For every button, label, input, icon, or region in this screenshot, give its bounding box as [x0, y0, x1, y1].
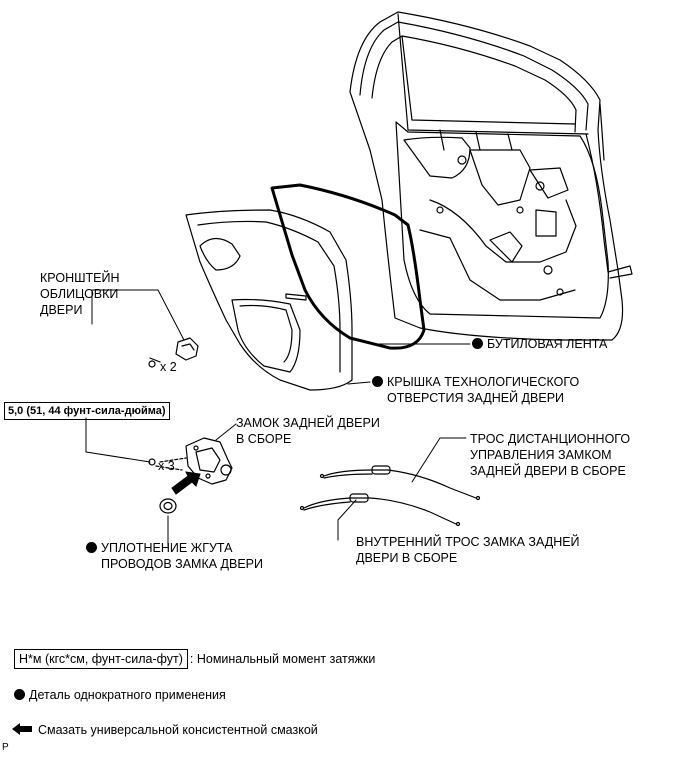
- callout-line: ВНУТРЕННИЙ ТРОС ЗАМКА ЗАДНЕЙ: [356, 535, 580, 549]
- filled-circle-icon: [14, 689, 25, 700]
- leader-lines: [85, 289, 471, 547]
- callout-line: ДВЕРИ: [40, 303, 83, 317]
- torque-value-box: 5,0 (51, 44 фунт-сила-дюйма): [4, 402, 170, 420]
- callout-inner-lock-cable: ВНУТРЕННИЙ ТРОС ЗАМКА ЗАДНЕЙ ДВЕРИ В СБО…: [356, 534, 580, 566]
- callout-line: КРОНШТЕЙН: [40, 271, 120, 285]
- callout-line: КРЫШКА ТЕХНОЛОГИЧЕСКОГО: [387, 375, 580, 389]
- callout-line: ПРОВОДОВ ЗАМКА ДВЕРИ: [101, 557, 263, 571]
- inner-lock-cable: [299, 493, 461, 527]
- legend-torque-unit: Н*м (кгс*см, фунт-сила-фут): [14, 649, 188, 669]
- single-use-dot-icon: [472, 338, 483, 349]
- callout-remote-control-cable: ТРОС ДИСТАНЦИОННОГО УПРАВЛЕНИЯ ЗАМКОМ ЗА…: [470, 431, 630, 479]
- callout-line: УПРАВЛЕНИЯ ЗАМКОМ: [470, 448, 612, 462]
- lock-wire-grommet: [159, 498, 177, 514]
- legend-grease: Смазать универсальной консистентной смаз…: [12, 722, 318, 738]
- service-hole-cover: [185, 209, 353, 391]
- remote-control-cable: [319, 465, 481, 501]
- legend-single-use: Деталь однократного применения: [14, 687, 226, 703]
- single-use-dot-icon: [86, 542, 97, 553]
- rear-door-panel: [349, 11, 633, 341]
- callout-line: В СБОРЕ: [236, 432, 292, 446]
- door-lock-assembly: [148, 437, 233, 485]
- corner-mark: P: [2, 742, 9, 753]
- callout-line: ТРОС ДИСТАНЦИОННОГО: [470, 432, 631, 446]
- callout-line: ЗАМОК ЗАДНЕЙ ДВЕРИ: [236, 416, 380, 430]
- callout-line: ОБЛИЦОВКИ: [40, 287, 119, 301]
- callout-door-trim-bracket: КРОНШТЕЙН ОБЛИЦОВКИ ДВЕРИ: [40, 270, 120, 318]
- callout-service-hole-cover: КРЫШКА ТЕХНОЛОГИЧЕСКОГО ОТВЕРСТИЯ ЗАДНЕЙ…: [372, 374, 579, 406]
- door-trim-bracket: [148, 337, 199, 368]
- lock-screw-quantity: x 3: [158, 459, 175, 473]
- callout-lock-wire-grommet: УПЛОТНЕНИЕ ЖГУТА ПРОВОДОВ ЗАМКА ДВЕРИ: [86, 540, 263, 572]
- callout-line: ОТВЕРСТИЯ ЗАДНЕЙ ДВЕРИ: [387, 391, 565, 405]
- single-use-dot-icon: [372, 376, 383, 387]
- legend-torque-desc: : Номинальный момент затяжки: [189, 652, 376, 666]
- callout-text: БУТИЛОВАЯ ЛЕНТА: [487, 337, 608, 351]
- legend-grease-text: Смазать универсальной консистентной смаз…: [38, 723, 318, 737]
- callout-line: ДВЕРИ В СБОРЕ: [356, 551, 458, 565]
- grease-arrow-icon: [171, 471, 201, 495]
- callout-butyl-tape: БУТИЛОВАЯ ЛЕНТА: [472, 336, 607, 352]
- left-arrow-icon: [12, 723, 32, 735]
- butyl-tape-outline: [270, 183, 426, 350]
- legend-torque: Н*м (кгс*см, фунт-сила-фут): Номинальный…: [14, 649, 375, 669]
- callout-line: ЗАДНЕЙ ДВЕРИ В СБОРЕ: [470, 464, 626, 478]
- bracket-quantity: x 2: [160, 360, 177, 374]
- legend-single-use-text: Деталь однократного применения: [29, 688, 226, 702]
- callout-line: УПЛОТНЕНИЕ ЖГУТА: [101, 541, 233, 555]
- callout-rear-door-lock: ЗАМОК ЗАДНЕЙ ДВЕРИ В СБОРЕ: [236, 415, 380, 447]
